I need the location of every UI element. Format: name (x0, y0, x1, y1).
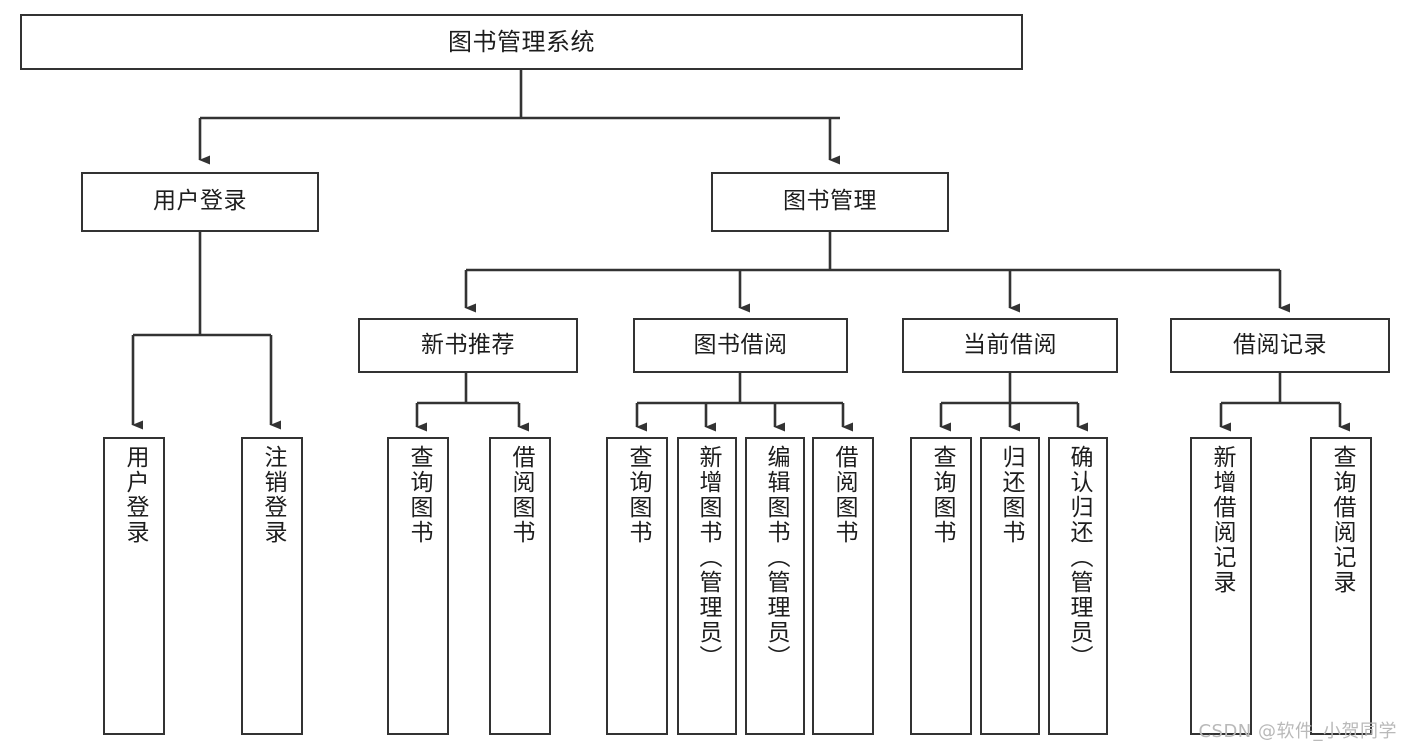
leaf-user-login[interactable]: 用户登录 (103, 437, 165, 735)
node-label: 新增图书（管理员） (694, 445, 721, 670)
node-label: 图书借阅 (693, 331, 788, 358)
leaf-borrow-book[interactable]: 借阅图书 (812, 437, 874, 735)
node-label: 图书管理 (783, 188, 877, 215)
leaf-add-book-admin[interactable]: 新增图书（管理员） (677, 437, 737, 735)
node-book-management[interactable]: 图书管理 (711, 172, 949, 232)
leaf-query-borrow-record[interactable]: 查询借阅记录 (1310, 437, 1372, 735)
node-label: 用户登录 (153, 188, 247, 215)
leaf-logout[interactable]: 注销登录 (241, 437, 303, 735)
node-root-system[interactable]: 图书管理系统 (20, 14, 1023, 70)
node-current-borrow[interactable]: 当前借阅 (902, 318, 1118, 373)
watermark-text: CSDN @软件_小贺同学 (1198, 721, 1397, 742)
node-label: 归还图书 (997, 445, 1024, 545)
node-book-borrow[interactable]: 图书借阅 (633, 318, 848, 373)
leaf-query-book-borrow[interactable]: 查询图书 (606, 437, 668, 735)
node-label: 当前借阅 (963, 331, 1057, 358)
node-label: 查询图书 (624, 445, 651, 545)
node-label: 编辑图书（管理员） (762, 445, 789, 670)
leaf-borrow-book-recommend[interactable]: 借阅图书 (489, 437, 551, 735)
node-label: 借阅图书 (507, 445, 534, 545)
node-user-login[interactable]: 用户登录 (81, 172, 319, 232)
leaf-return-book[interactable]: 归还图书 (980, 437, 1040, 735)
node-label: 图书管理系统 (448, 27, 595, 56)
node-borrow-records[interactable]: 借阅记录 (1170, 318, 1390, 373)
node-label: 借阅记录 (1233, 331, 1327, 358)
leaf-add-borrow-record[interactable]: 新增借阅记录 (1190, 437, 1252, 735)
node-new-book-recommend[interactable]: 新书推荐 (358, 318, 578, 373)
node-label: 查询图书 (928, 445, 955, 545)
node-label: 新书推荐 (421, 331, 515, 358)
node-label: 确认归还（管理员） (1065, 445, 1092, 670)
node-label: 查询借阅记录 (1328, 445, 1355, 595)
node-label: 新增借阅记录 (1208, 445, 1235, 595)
leaf-query-book-current[interactable]: 查询图书 (910, 437, 972, 735)
node-label: 借阅图书 (830, 445, 857, 545)
leaf-edit-book-admin[interactable]: 编辑图书（管理员） (745, 437, 805, 735)
node-label: 注销登录 (259, 445, 286, 545)
node-label: 查询图书 (405, 445, 432, 545)
leaf-query-book-recommend[interactable]: 查询图书 (387, 437, 449, 735)
leaf-confirm-return-admin[interactable]: 确认归还（管理员） (1048, 437, 1108, 735)
node-label: 用户登录 (121, 445, 148, 545)
